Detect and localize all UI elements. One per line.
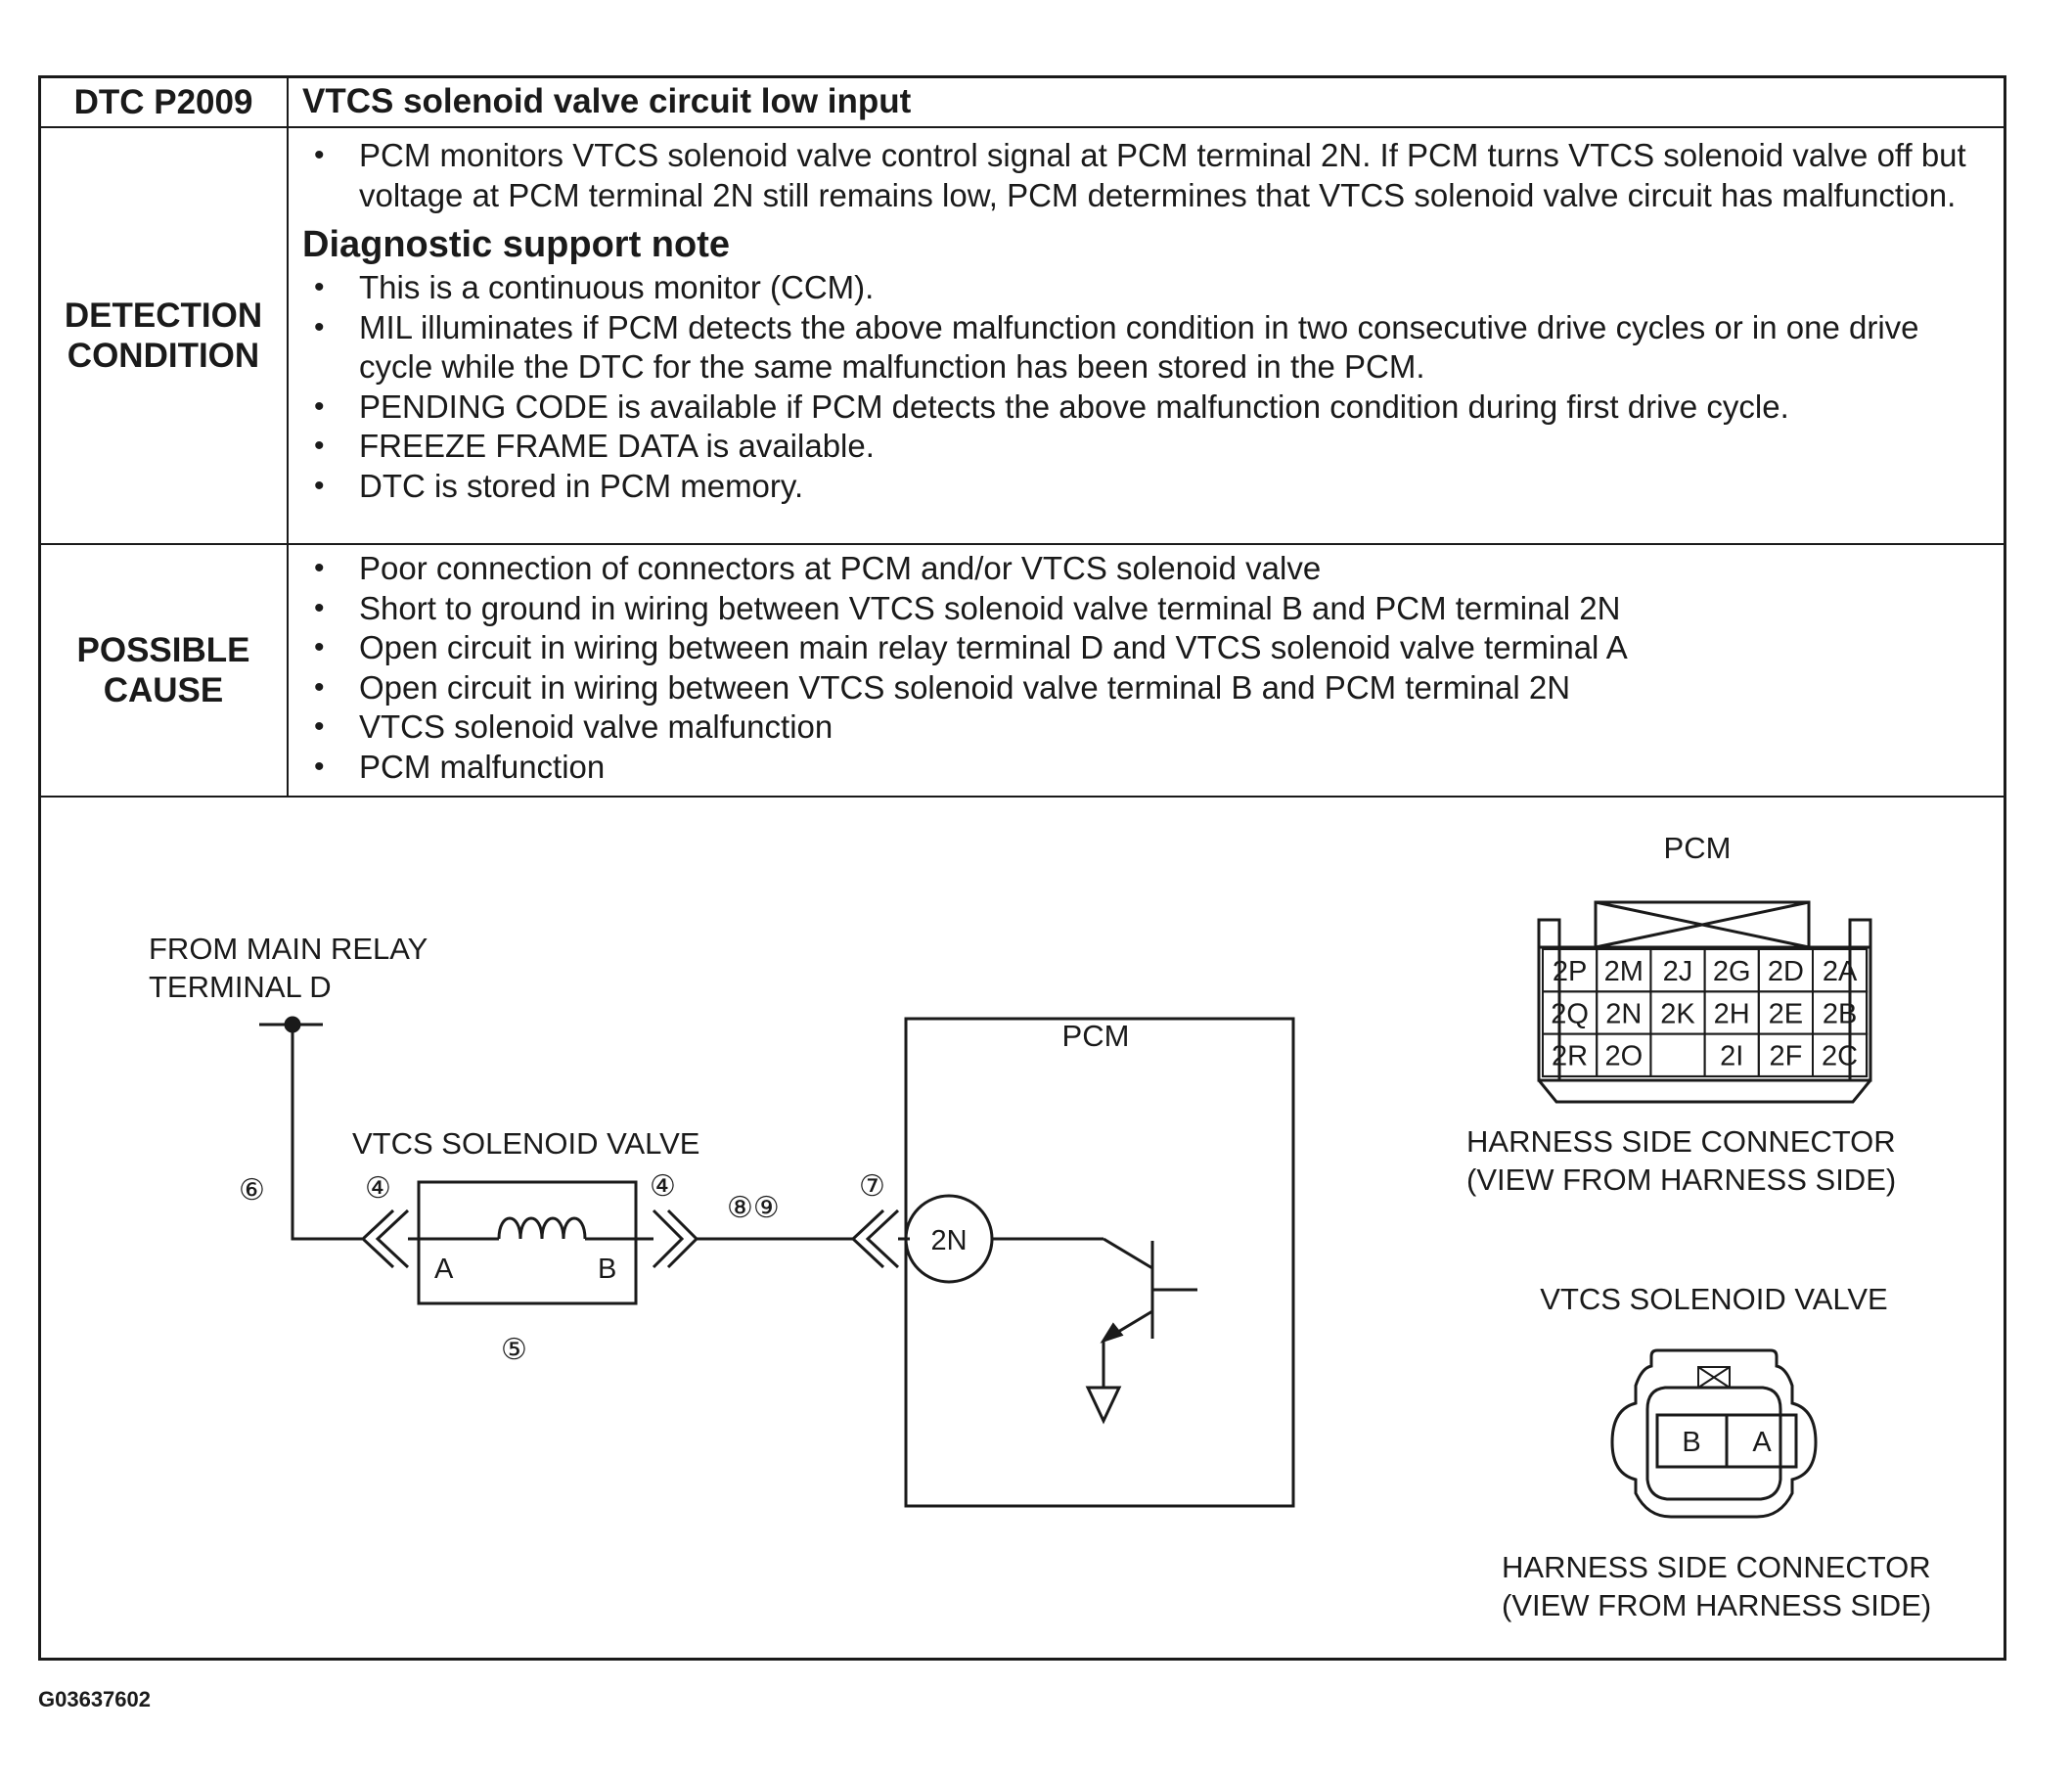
header-row: DTC P2009 VTCS solenoid valve circuit lo…: [38, 75, 2006, 128]
list-item: FREEZE FRAME DATA is available.: [302, 427, 1991, 467]
list-item: Poor connection of connectors at PCM and…: [302, 549, 1991, 589]
valve-pin-a: A: [1752, 1427, 1772, 1458]
valve-terminal-b: B: [598, 1254, 616, 1285]
valve-pin-b: B: [1682, 1427, 1700, 1458]
connector-chevron: [850, 1209, 885, 1269]
solenoid-valve-body: [417, 1180, 638, 1305]
valve-connector-inner: [1645, 1386, 1782, 1501]
pin-label: 2R: [1552, 1041, 1588, 1072]
dtc-code: DTC P2009: [38, 75, 289, 128]
list-item: DTC is stored in PCM memory.: [302, 467, 1991, 507]
transistor-collector: [1103, 1237, 1153, 1270]
list-item: This is a continuous monitor (CCM).: [302, 268, 1991, 308]
pcm-box: [904, 1017, 1295, 1508]
connector-chevron: [360, 1209, 395, 1269]
pin-label: 2G: [1713, 956, 1751, 987]
valve-terminal-a: A: [434, 1254, 454, 1285]
pin-label: 2I: [1720, 1041, 1743, 1072]
figure-code: G03637602: [38, 1687, 151, 1711]
detection-label-line1: DETECTION: [64, 296, 263, 335]
pin-label: 2Q: [1551, 998, 1589, 1029]
ref-6: ⑥: [239, 1174, 265, 1207]
cause-row: POSSIBLE CAUSE Poor connection of connec…: [38, 543, 2006, 798]
valve-connector-shell: [1610, 1348, 1818, 1519]
pcm-connector-body: [1537, 945, 1872, 1104]
pin-label: 2N: [1605, 998, 1642, 1029]
valve-connector-caption-line2: (VIEW FROM HARNESS SIDE): [1502, 1588, 1931, 1622]
coil-symbol: [497, 1216, 587, 1240]
list-item: VTCS solenoid valve malfunction: [302, 707, 1991, 748]
pin-label: 2P: [1553, 956, 1587, 987]
ground-symbol: [1085, 1386, 1122, 1425]
relay-label-line1: FROM MAIN RELAY: [149, 932, 428, 966]
support-note-heading: Diagnostic support note: [302, 224, 730, 265]
lock-cross: [1697, 1366, 1731, 1389]
pin-label: 2B: [1823, 998, 1857, 1029]
ref-5: ⑤: [501, 1334, 527, 1366]
ref-8-9: ⑧⑨: [727, 1192, 780, 1224]
pin-label: 2H: [1714, 998, 1750, 1029]
pin-label: 2M: [1604, 956, 1644, 987]
valve-connector-lock: [1697, 1366, 1731, 1389]
detection-row: DETECTION CONDITION PCM monitors VTCS so…: [38, 126, 2006, 545]
connector-chevron: [865, 1209, 900, 1269]
list-item: Short to ground in wiring between VTCS s…: [302, 589, 1991, 629]
support-note-list: This is a continuous monitor (CCM). MIL …: [289, 268, 2004, 512]
cause-label: POSSIBLE CAUSE: [38, 543, 289, 798]
cause-list: Poor connection of connectors at PCM and…: [289, 549, 2004, 793]
connector-chevron: [652, 1209, 685, 1269]
detection-label-line2: CONDITION: [67, 337, 260, 375]
pcm-terminal-label: 2N: [930, 1225, 967, 1256]
list-item: MIL illuminates if PCM detects the above…: [302, 308, 1991, 388]
relay-wire: [291, 1025, 362, 1241]
dtc-title: VTCS solenoid valve circuit low input: [287, 75, 2006, 128]
connector-chevron: [375, 1209, 410, 1269]
pin-cell: [1649, 1032, 1706, 1077]
relay-label-line2: TERMINAL D: [149, 970, 332, 1004]
ref-4-left: ④: [365, 1172, 391, 1205]
list-item: PCM malfunction: [302, 748, 1991, 788]
list-item: PCM monitors VTCS solenoid valve control…: [302, 136, 1991, 215]
pin-label: 2O: [1604, 1041, 1643, 1072]
pin-label: 2K: [1660, 998, 1695, 1029]
pcm-label: PCM: [1062, 1019, 1130, 1053]
lock-cross: [1595, 900, 1810, 949]
valve-connector-caption-line1: HARNESS SIDE CONNECTOR: [1502, 1550, 1931, 1584]
list-item: Open circuit in wiring between VTCS sole…: [302, 668, 1991, 708]
cause-label-line2: CAUSE: [103, 671, 224, 709]
pin-label: 2D: [1768, 956, 1804, 987]
pcm-connector-caption-line1: HARNESS SIDE CONNECTOR: [1466, 1124, 1896, 1159]
pcm-pin-grid: 2P 2M 2J 2G 2D 2A 2Q 2N 2K 2H 2E 2B 2R 2O 2I 2F 2C: [1542, 948, 1869, 1077]
valve-connector-title: VTCS SOLENOID VALVE: [1540, 1282, 1887, 1316]
pin-label: 2F: [1769, 1041, 1802, 1072]
pin-label: 2J: [1663, 956, 1693, 987]
transistor-arrow: [1100, 1322, 1124, 1344]
valve-label: VTCS SOLENOID VALVE: [352, 1126, 699, 1161]
detection-content: PCM monitors VTCS solenoid valve control…: [287, 126, 2006, 545]
dtc-table: DTC P2009 VTCS solenoid valve circuit lo…: [38, 75, 2006, 798]
list-item: Open circuit in wiring between main rela…: [302, 628, 1991, 668]
pcm-connector-caption-line2: (VIEW FROM HARNESS SIDE): [1466, 1163, 1896, 1197]
ref-7: ⑦: [859, 1170, 885, 1203]
pin-cell: [1812, 1032, 1869, 1077]
pin-label: 2A: [1823, 956, 1858, 987]
pin-label: 2C: [1822, 1041, 1858, 1072]
pin-label: 2E: [1769, 998, 1803, 1029]
detection-label: DETECTION CONDITION: [38, 126, 289, 545]
ref-4-right: ④: [650, 1170, 676, 1203]
cause-label-line1: POSSIBLE: [76, 631, 250, 669]
detection-list: PCM monitors VTCS solenoid valve control…: [289, 136, 2004, 221]
pcm-connector-title: PCM: [1664, 831, 1732, 865]
list-item: PENDING CODE is available if PCM detects…: [302, 388, 1991, 428]
cause-content: Poor connection of connectors at PCM and…: [287, 543, 2006, 798]
